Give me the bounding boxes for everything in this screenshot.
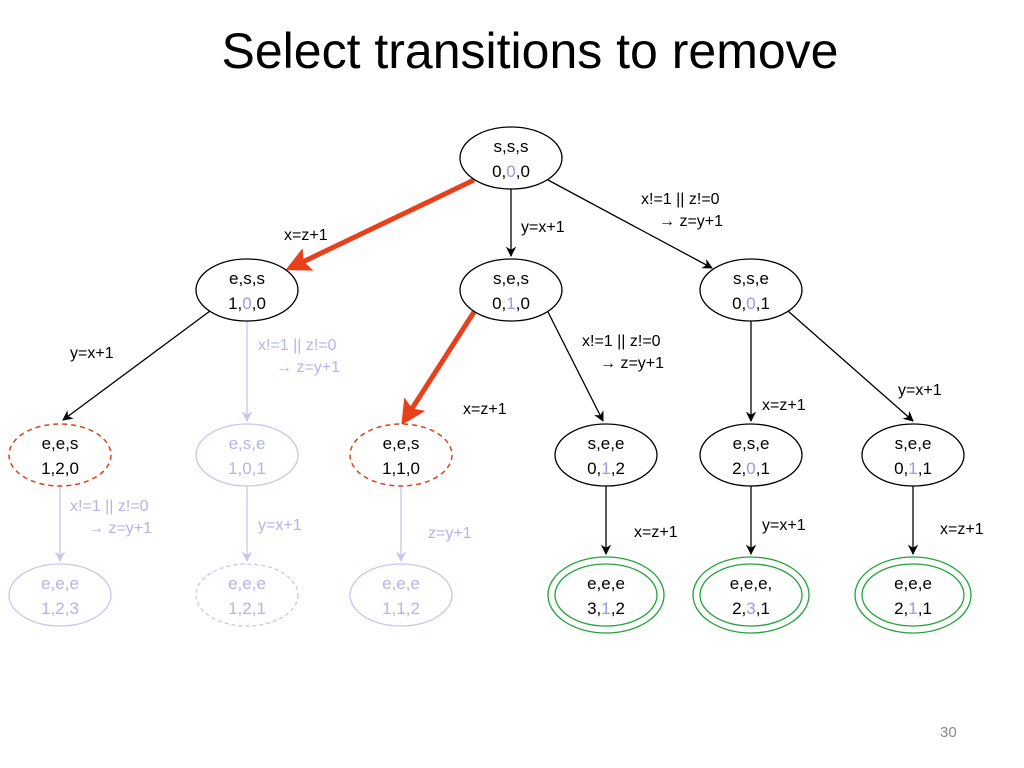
transition-label-lbl_cond_faded_low-line1: → z=y+1 xyxy=(88,520,152,537)
state-values-text: 0,1,2 xyxy=(587,459,625,478)
state-node-outline xyxy=(554,423,658,487)
state-node-outline xyxy=(195,563,299,627)
state-values-text: 0,1,0 xyxy=(492,294,530,313)
state-node-n_eee_123: e,e,e 1,2,3 xyxy=(8,563,112,627)
state-location-text: s,e,s xyxy=(493,269,529,288)
transition-arrow-e6-selected xyxy=(401,310,477,426)
state-node-n_eee_112: e,e,e 1,1,2 xyxy=(349,563,453,627)
state-location-text: e,e,e xyxy=(587,574,625,593)
state-node-outline xyxy=(459,126,563,190)
state-node-outline xyxy=(554,563,658,627)
transition-label-lbl_y_xp1_low-line0: y=x+1 xyxy=(762,517,806,534)
transition-label-lbl_cond_mid-line0: x!=1 || z!=0 xyxy=(582,333,661,350)
state-location-text: s,s,s xyxy=(494,137,529,156)
transition-label-lbl_cond_faded_low-line0: x!=1 || z!=0 xyxy=(70,498,149,515)
state-values-text: 1,1,0 xyxy=(382,459,420,478)
state-node-n_sse: s,s,e 0,0,1 xyxy=(699,258,803,322)
state-values-text: 1,0,1 xyxy=(228,459,266,478)
state-node-n_eee_312: e,e,e 3,1,2 xyxy=(547,556,665,634)
state-location-text: e,e,s xyxy=(42,434,79,453)
transition-label-lbl_cond_faded_mid-line0: x!=1 || z!=0 xyxy=(258,337,337,354)
state-values-text: 2,3,1 xyxy=(732,599,770,618)
transition-label-lbl_cond_mid-line1: → z=y+1 xyxy=(600,355,664,372)
state-location-text: e,s,e xyxy=(733,434,770,453)
state-values-text: 1,2,3 xyxy=(41,599,79,618)
state-node-outline xyxy=(459,258,563,322)
transition-label-lbl_x_zp1_low2-line0: x=z+1 xyxy=(940,521,984,538)
transition-label-lbl_y_xp1_right-line0: y=x+1 xyxy=(898,382,942,399)
state-node-n_ess: e,s,s 1,0,0 xyxy=(195,258,299,322)
state-node-n_see_b: s,e,e 0,1,1 xyxy=(861,423,965,487)
state-node-n_eee_231: e,e,e, 2,3,1 xyxy=(692,556,810,634)
state-values-text: 0,1,1 xyxy=(894,459,932,478)
transition-arrow-e7 xyxy=(547,311,604,422)
state-location-text: e,e,e xyxy=(228,574,266,593)
state-node-n_ees_a: e,e,s 1,2,0 xyxy=(8,423,112,487)
transition-label-lbl_x_zp1_top-line0: x=z+1 xyxy=(284,227,328,244)
transition-arrow-e9 xyxy=(787,310,914,422)
transition-label-lbl_y_xp1_top-line0: y=x+1 xyxy=(521,219,565,236)
state-node-n_see_a: s,e,e 0,1,2 xyxy=(554,423,658,487)
state-location-text: e,e,s xyxy=(383,434,420,453)
state-node-n_ses: s,e,s 0,1,0 xyxy=(459,258,563,322)
transition-label-lbl_x_zp1_low1-line0: x=z+1 xyxy=(634,524,678,541)
state-values-text: 2,0,1 xyxy=(732,459,770,478)
state-node-outline xyxy=(195,423,299,487)
slide-title: Select transitions to remove xyxy=(221,23,839,79)
state-values-text: 0,0,1 xyxy=(732,294,770,313)
transition-label-lbl_cond_top-line1: → z=y+1 xyxy=(659,213,723,230)
state-node-n_ese: e,s,e 2,0,1 xyxy=(699,423,803,487)
transition-arrow-e4 xyxy=(62,310,211,421)
state-node-outline xyxy=(699,258,803,322)
state-node-outline xyxy=(861,563,965,627)
transition-arrow-e3 xyxy=(547,179,713,269)
final-state-outer-ring xyxy=(692,556,810,634)
state-values-text: 1,0,0 xyxy=(228,294,266,313)
page-number: 30 xyxy=(940,724,957,741)
transition-label-lbl_cond_faded_mid-line1: → z=y+1 xyxy=(276,359,340,376)
state-node-n_eee_211: e,e,e 2,1,1 xyxy=(854,556,972,634)
state-values-text: 1,1,2 xyxy=(382,599,420,618)
state-location-text: e,e,e, xyxy=(730,574,773,593)
state-location-text: e,s,s xyxy=(229,269,265,288)
state-location-text: s,e,e xyxy=(588,434,625,453)
state-values-text: 0,0,0 xyxy=(492,162,530,181)
state-location-text: e,e,e xyxy=(382,574,420,593)
state-location-text: e,e,e xyxy=(41,574,79,593)
state-node-n_sss: s,s,s 0,0,0 xyxy=(459,126,563,190)
transition-label-lbl_cond_top-line0: x!=1 || z!=0 xyxy=(641,191,720,208)
final-state-outer-ring xyxy=(547,556,665,634)
state-node-outline xyxy=(8,563,112,627)
state-node-outline xyxy=(349,423,453,487)
transition-label-lbl_y_xp1_faded-line0: y=x+1 xyxy=(258,517,302,534)
state-node-outline xyxy=(699,563,803,627)
state-location-text: s,s,e xyxy=(733,269,769,288)
state-values-text: 3,1,2 xyxy=(587,599,625,618)
state-values-text: 2,1,1 xyxy=(894,599,932,618)
final-state-outer-ring xyxy=(854,556,972,634)
transition-label-lbl_y_xp1_left-line0: y=x+1 xyxy=(70,345,114,362)
transition-label-lbl_x_zp1_right-line0: x=z+1 xyxy=(762,397,806,414)
state-node-n_ese_faded: e,s,e 1,0,1 xyxy=(195,423,299,487)
state-node-n_ees_b: e,e,s 1,1,0 xyxy=(349,423,453,487)
state-location-text: e,e,e xyxy=(894,574,932,593)
state-node-outline xyxy=(861,423,965,487)
transition-arrow-e1-selected xyxy=(285,177,476,271)
transition-label-lbl_z_yp1_faded-line0: z=y+1 xyxy=(428,525,472,542)
state-location-text: s,e,e xyxy=(895,434,932,453)
state-node-outline xyxy=(195,258,299,322)
state-node-n_eee_121: e,e,e 1,2,1 xyxy=(195,563,299,627)
transition-label-lbl_x_zp1_mid-line0: x=z+1 xyxy=(463,401,507,418)
state-values-text: 1,2,1 xyxy=(228,599,266,618)
state-values-text: 1,2,0 xyxy=(41,459,79,478)
state-node-outline xyxy=(699,423,803,487)
state-node-outline xyxy=(349,563,453,627)
state-location-text: e,s,e xyxy=(229,434,266,453)
state-node-outline xyxy=(8,423,112,487)
